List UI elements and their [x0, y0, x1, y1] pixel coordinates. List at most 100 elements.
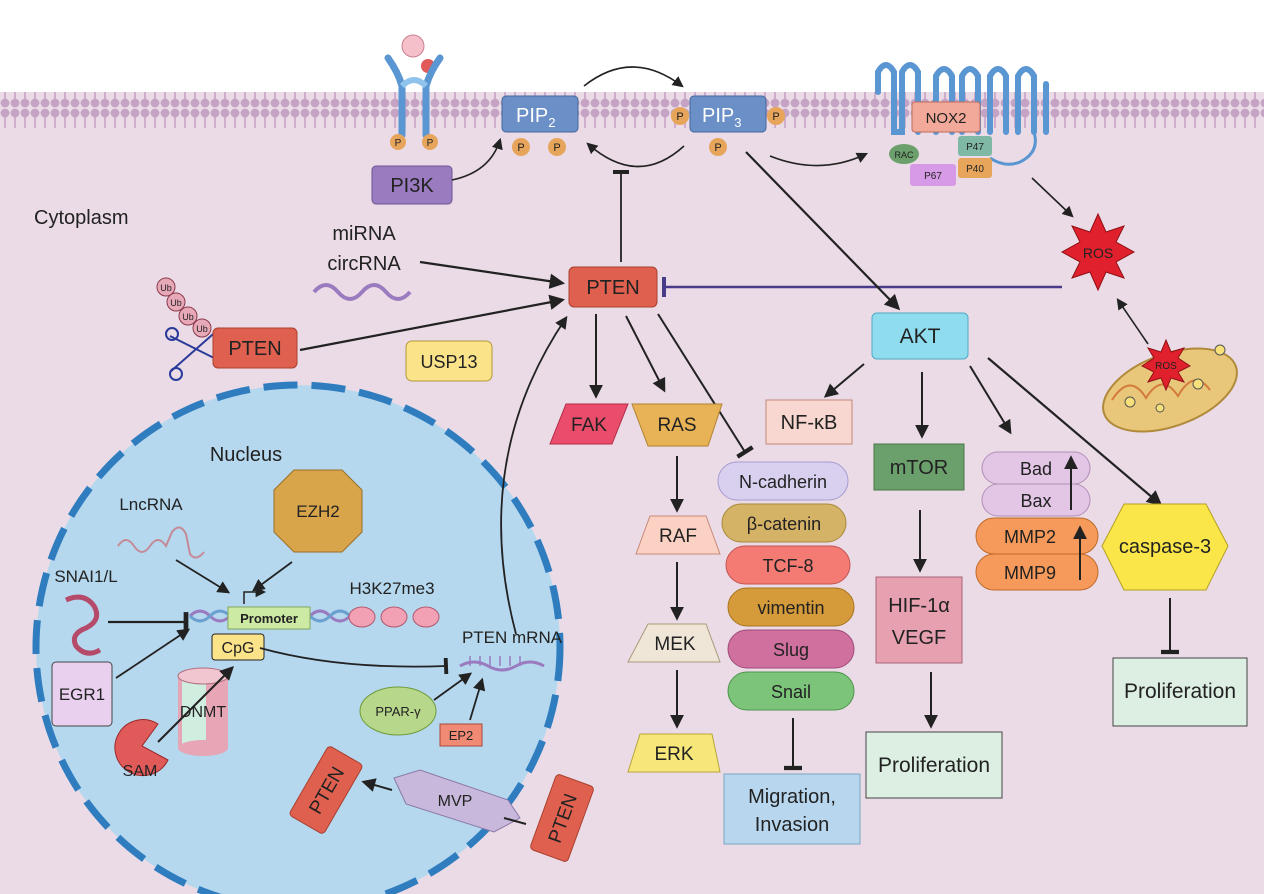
mirna-label: miRNA: [332, 223, 396, 245]
ros-small-burst-icon: [1141, 338, 1191, 392]
sam-label: SAM: [123, 763, 158, 780]
bax-label: Bax: [1020, 491, 1051, 511]
ras-node: [631, 403, 723, 447]
fak-node: [549, 403, 629, 445]
proliferation-label-2: Proliferation: [1124, 680, 1236, 703]
mtor-label: mTOR: [890, 457, 949, 479]
proliferation-label-1: Proliferation: [878, 754, 990, 777]
nucleus-label: Nucleus: [210, 444, 282, 466]
phospho-label: P: [676, 111, 683, 123]
mrna-to-pten-arrow: [500, 315, 568, 635]
emt-marker: [725, 545, 851, 585]
pten-bottom-node: [530, 774, 594, 862]
pten-ub-label: PTEN: [228, 338, 281, 360]
histone-icon: [348, 606, 376, 628]
pten-to-ras-arrow: [625, 315, 666, 393]
proliferation-node-2: [1112, 657, 1248, 727]
pten-to-mvp-line: [503, 817, 527, 825]
pip3-to-nox2-arrow: [769, 152, 869, 167]
phospho-label: P: [553, 142, 560, 154]
ppar-label: PPAR-γ: [375, 704, 421, 719]
migration-label: Migration,: [748, 786, 836, 808]
mtor-node: [873, 443, 965, 491]
nox2-label: NOX2: [926, 110, 967, 127]
erk-label: ERK: [654, 744, 693, 765]
nfkb-label: NF-κB: [781, 412, 838, 434]
ligand-icon: [401, 34, 425, 58]
raf-label: RAF: [659, 526, 697, 547]
mvp-to-pten-arrow: [361, 778, 393, 792]
mito-ros-to-ros-arrow: [1116, 298, 1149, 345]
mek-label: MEK: [654, 634, 696, 655]
pten-ub-node: [212, 327, 298, 369]
ezh2-node: [273, 469, 363, 553]
vegf-label: VEGF: [892, 627, 946, 649]
pip3-to-pip2-arrow: [586, 142, 685, 168]
pip3-to-akt-arrow: [745, 151, 901, 311]
mrna-icon: [459, 660, 545, 672]
histone-icon: [380, 606, 408, 628]
emt-marker: [721, 503, 847, 543]
pip3-node: [689, 95, 767, 133]
emt-marker-label: Snail: [771, 682, 811, 702]
promoter-label: Promoter: [240, 611, 298, 626]
emt-marker: [717, 461, 849, 501]
p40-label: P40: [966, 164, 984, 175]
nox2-node: [911, 101, 981, 133]
ros-burst-icon: [1060, 212, 1136, 292]
cpg-node: [211, 633, 265, 661]
mmp9-label: MMP9: [1004, 563, 1056, 583]
mvp-node: [393, 769, 521, 833]
emt-marker-label: N-cadherin: [739, 472, 827, 492]
cpg-label: CpG: [222, 640, 255, 657]
mek-node: [627, 623, 721, 663]
ep2-to-mrna-arrow: [469, 677, 486, 721]
usp13-node: [405, 340, 493, 382]
fak-label: FAK: [571, 415, 607, 436]
ppar-to-mrna-arrow: [433, 672, 473, 701]
ub-label: Ub: [182, 312, 194, 322]
nox2-complex: NOX2 RAC P47 P40 P67: [875, 62, 1049, 186]
caspase3-node: [1101, 503, 1229, 591]
pten-nuc-node: [289, 746, 363, 834]
egr1-node: [51, 661, 113, 727]
phospho-label: P: [517, 142, 524, 154]
ezh2-to-promoter-arrow: [251, 561, 293, 592]
lncrna-label: LncRNA: [119, 495, 183, 514]
lncrna-to-promoter-arrow: [175, 559, 231, 594]
akt-node: [871, 312, 969, 360]
emt-marker-label: TCF-8: [763, 556, 814, 576]
pip3-label: PIP3: [702, 105, 741, 130]
ezh2-label: EZH2: [296, 502, 339, 521]
pten-center-label: PTEN: [586, 277, 639, 299]
ros-label: ROS: [1083, 245, 1113, 261]
akt-label: AKT: [900, 325, 941, 348]
raf-node: [635, 515, 721, 555]
snai-label: SNAI1/L: [54, 567, 117, 586]
pi3k-node: [371, 165, 453, 205]
ep2-label: EP2: [449, 728, 474, 743]
dnmt-cylinder-icon: [177, 667, 229, 756]
mmp9-node: [975, 553, 1099, 591]
emt-marker: [727, 587, 855, 627]
emt-marker-label: Slug: [773, 640, 809, 660]
nox2-to-ros-arrow: [1031, 177, 1074, 218]
emt-marker-stack: N-cadherin β-catenin TCF-8 vimentin Slug…: [717, 461, 855, 711]
receptor-tyrosine-kinase: P P: [384, 34, 444, 150]
snai-protein-icon: [64, 594, 102, 656]
egr1-to-promoter-arrow: [115, 628, 191, 679]
ros-small-label: ROS: [1155, 361, 1177, 372]
phospho-label: P: [714, 142, 721, 154]
sam-node: [114, 719, 169, 777]
akt-to-nfkb-arrow: [823, 363, 865, 398]
mvp-label: MVP: [438, 793, 473, 810]
pten-ub-to-pten-arrow: [299, 294, 566, 352]
hif-vegf-node: [875, 576, 963, 664]
pten-center-node: [568, 266, 658, 308]
pip2-label: PIP2: [516, 105, 555, 130]
pip2-to-pip3-arrow: [583, 66, 684, 88]
lncrna-structure-icon: [117, 526, 205, 559]
ppar-node: [359, 686, 437, 736]
pip2-node: [501, 95, 579, 133]
